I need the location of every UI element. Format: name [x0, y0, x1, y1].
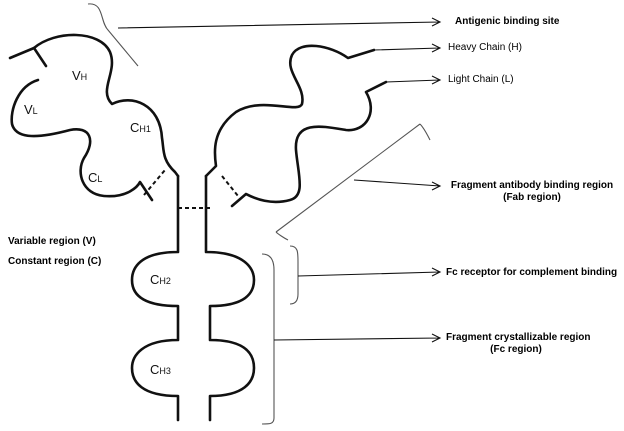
domain-label-vh: VH: [72, 68, 87, 83]
right-light-chain: [230, 80, 388, 208]
pointer-heavy-chain: [373, 43, 442, 53]
label-antigenic-site: Antigenic binding site: [455, 16, 560, 27]
right-heavy-chain: [204, 44, 376, 178]
domain-label-cl: CL: [88, 170, 102, 185]
label-fc-region-line2: (Fc region): [490, 344, 542, 355]
label-fc-receptor: Fc receptor for complement binding: [446, 267, 618, 278]
label-fc-region-line1: Fragment crystallizable region: [446, 332, 591, 343]
right-disulfide-bond: [221, 175, 239, 197]
fc-receptor-bracket: [289, 245, 299, 305]
label-heavy-chain: Heavy Chain (H): [448, 42, 522, 53]
label-constant-region: Constant region (C): [8, 256, 102, 267]
left-vh-vl-junction: [32, 46, 48, 68]
left-disulfide-bond: [143, 169, 166, 196]
left-light-chain: [10, 78, 154, 202]
pointer-fc-region: [273, 333, 442, 343]
pointer-light-chain: [385, 75, 442, 85]
fc-right-chain: [204, 174, 256, 422]
fab-region-bracket: [275, 123, 431, 241]
label-fc-region: Fragment crystallizable region (Fc regio…: [446, 332, 591, 356]
domain-label-vl: VL: [24, 102, 38, 117]
label-fab-region-line1: Fragment antibody binding region: [450, 180, 614, 191]
label-fab-region: Fragment antibody binding region (Fab re…: [446, 180, 618, 204]
pointer-antigenic-site: [117, 17, 442, 29]
domain-label-ch2: CH2: [150, 272, 171, 287]
label-light-chain: Light Chain (L): [448, 74, 514, 85]
fc-region-bracket: [261, 253, 275, 425]
label-fab-region-line2: (Fab region): [503, 192, 561, 203]
domain-label-ch3: CH3: [150, 362, 171, 377]
domain-label-ch1: CH1: [130, 120, 151, 135]
left-heavy-chain: [8, 33, 180, 178]
fc-left-chain: [130, 174, 180, 422]
antigenic-site-bracket: [87, 3, 139, 67]
pointer-fab-region: [353, 179, 442, 191]
label-variable-region: Variable region (V): [8, 236, 96, 247]
pointer-fc-receptor: [297, 267, 442, 277]
